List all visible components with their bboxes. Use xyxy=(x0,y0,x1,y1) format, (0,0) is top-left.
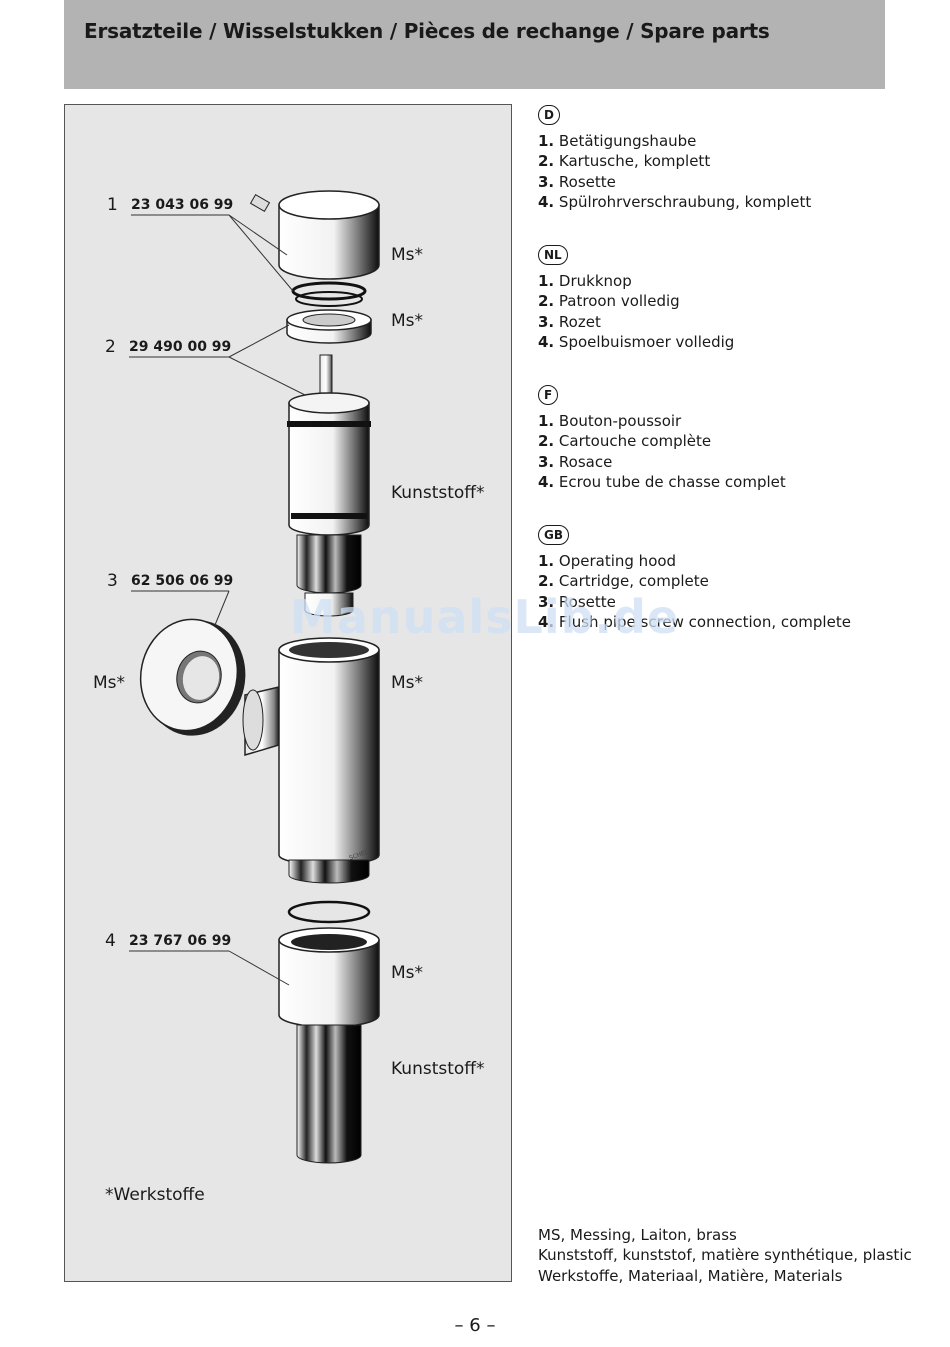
callout-number-4: 23 767 06 99 xyxy=(129,933,232,949)
legend-item: 4. Spülrohrverschraubung, komplett xyxy=(538,193,812,212)
callout-index: 1 xyxy=(107,195,118,215)
part-operating-hood xyxy=(249,190,380,307)
callout-part-3: 3 xyxy=(107,571,118,591)
part-flush-pipe-connection xyxy=(278,900,380,1164)
callout-index: 3 xyxy=(107,571,118,591)
callout-index: 2 xyxy=(105,337,116,357)
exploded-view-drawing: SCHELL xyxy=(129,190,380,1164)
language-badge: NL xyxy=(538,245,568,265)
legend-item: 3. Rosace xyxy=(538,452,613,471)
materials-line: Kunststoff, kunststof, matière synthétiq… xyxy=(538,1246,912,1265)
callout-part-1: 1 xyxy=(107,195,118,215)
legend-block-gb: GB 1. Operating hood 2. Cartridge, compl… xyxy=(538,524,851,633)
callout-part-2: 2 xyxy=(105,337,116,357)
part-cartridge xyxy=(286,309,372,617)
legend-item: 2. Cartridge, complete xyxy=(538,572,709,591)
material-label: Ms* xyxy=(391,673,424,693)
legend-item: 1. Operating hood xyxy=(538,552,677,570)
legend-item: 4. Ecrou tube de chasse complet xyxy=(538,473,786,492)
exploded-view-figure: SCHELL 1 23 043 06 99 2 xyxy=(64,104,512,1282)
legend-item: 1. Bouton-poussoir xyxy=(538,412,682,430)
legend-item: 4. Spoelbuismoer volledig xyxy=(538,333,735,352)
material-label: Ms* xyxy=(391,963,424,983)
page-header: Ersatzteile / Wisselstukken / Pièces de … xyxy=(64,0,885,89)
callout-index: 4 xyxy=(105,931,116,951)
legend-item: 3. Rosette xyxy=(538,592,616,611)
legend-item: 3. Rozet xyxy=(538,312,601,331)
materials-line: MS, Messing, Laiton, brass xyxy=(538,1226,737,1244)
legend-item: 2. Patroon volledig xyxy=(538,292,680,311)
legend-item: 3. Rosette xyxy=(538,172,616,191)
legend-block-fr: F 1. Bouton-poussoir 2. Cartouche complè… xyxy=(538,384,786,493)
language-badge: GB xyxy=(538,525,569,545)
legend-item: 2. Cartouche complète xyxy=(538,432,712,451)
material-label: Kunststoff* xyxy=(391,483,485,503)
figure-footnote: *Werkstoffe xyxy=(105,1185,205,1205)
legend-item: 2. Kartusche, komplett xyxy=(538,152,711,171)
callout-number-2: 29 490 00 99 xyxy=(129,339,232,355)
materials-note: MS, Messing, Laiton, brass Kunststoff, k… xyxy=(538,1225,912,1286)
page-title: Ersatzteile / Wisselstukken / Pièces de … xyxy=(84,19,770,43)
material-label: Ms* xyxy=(93,673,126,693)
callout-number-1: 23 043 06 99 xyxy=(131,197,234,213)
callout-number-3: 62 506 06 99 xyxy=(131,573,234,589)
leader-lines xyxy=(129,214,306,986)
material-label: Ms* xyxy=(391,245,424,265)
legend-item: 1. Betätigungshaube xyxy=(538,132,697,150)
legend-item: 4. Flush pipe screw connection, complete xyxy=(538,613,851,632)
materials-line: Werkstoffe, Materiaal, Matière, Material… xyxy=(538,1266,843,1285)
legend-item: 1. Drukknop xyxy=(538,272,632,290)
page-number: – 6 – xyxy=(454,1315,496,1336)
part-t-body: SCHELL xyxy=(242,637,380,884)
callout-part-4: 4 xyxy=(105,931,116,951)
watermark: ManualsLib.de xyxy=(290,590,680,644)
legend-block-nl: NL 1. Drukknop 2. Patroon volledig 3. Ro… xyxy=(538,244,734,353)
part-rosette xyxy=(139,618,246,736)
language-badge: D xyxy=(538,105,560,125)
material-label: Kunststoff* xyxy=(391,1059,485,1079)
legend-block-de: D 1. Betätigungshaube 2. Kartusche, komp… xyxy=(538,104,811,213)
language-badge: F xyxy=(538,385,559,405)
material-label: Ms* xyxy=(391,311,424,331)
